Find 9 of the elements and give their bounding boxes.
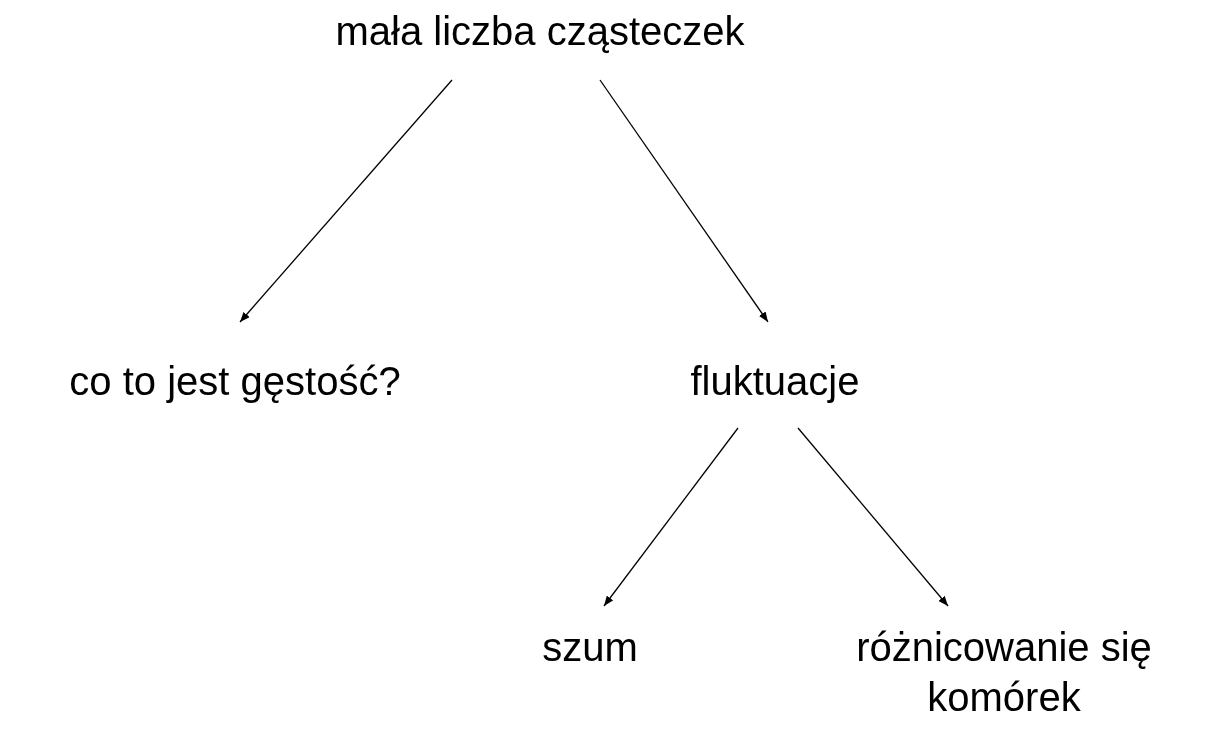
node-label: szum [542,624,638,671]
node-label: mała liczba cząsteczek [335,8,745,55]
node-label: co to jest gęstość? [69,358,401,405]
arrow [599,79,769,323]
node-label: fluktuacje [690,358,860,405]
node-label: różnicowanie się komórek [855,624,1153,721]
arrow [239,79,453,323]
arrow [797,427,949,607]
arrow [603,427,739,607]
